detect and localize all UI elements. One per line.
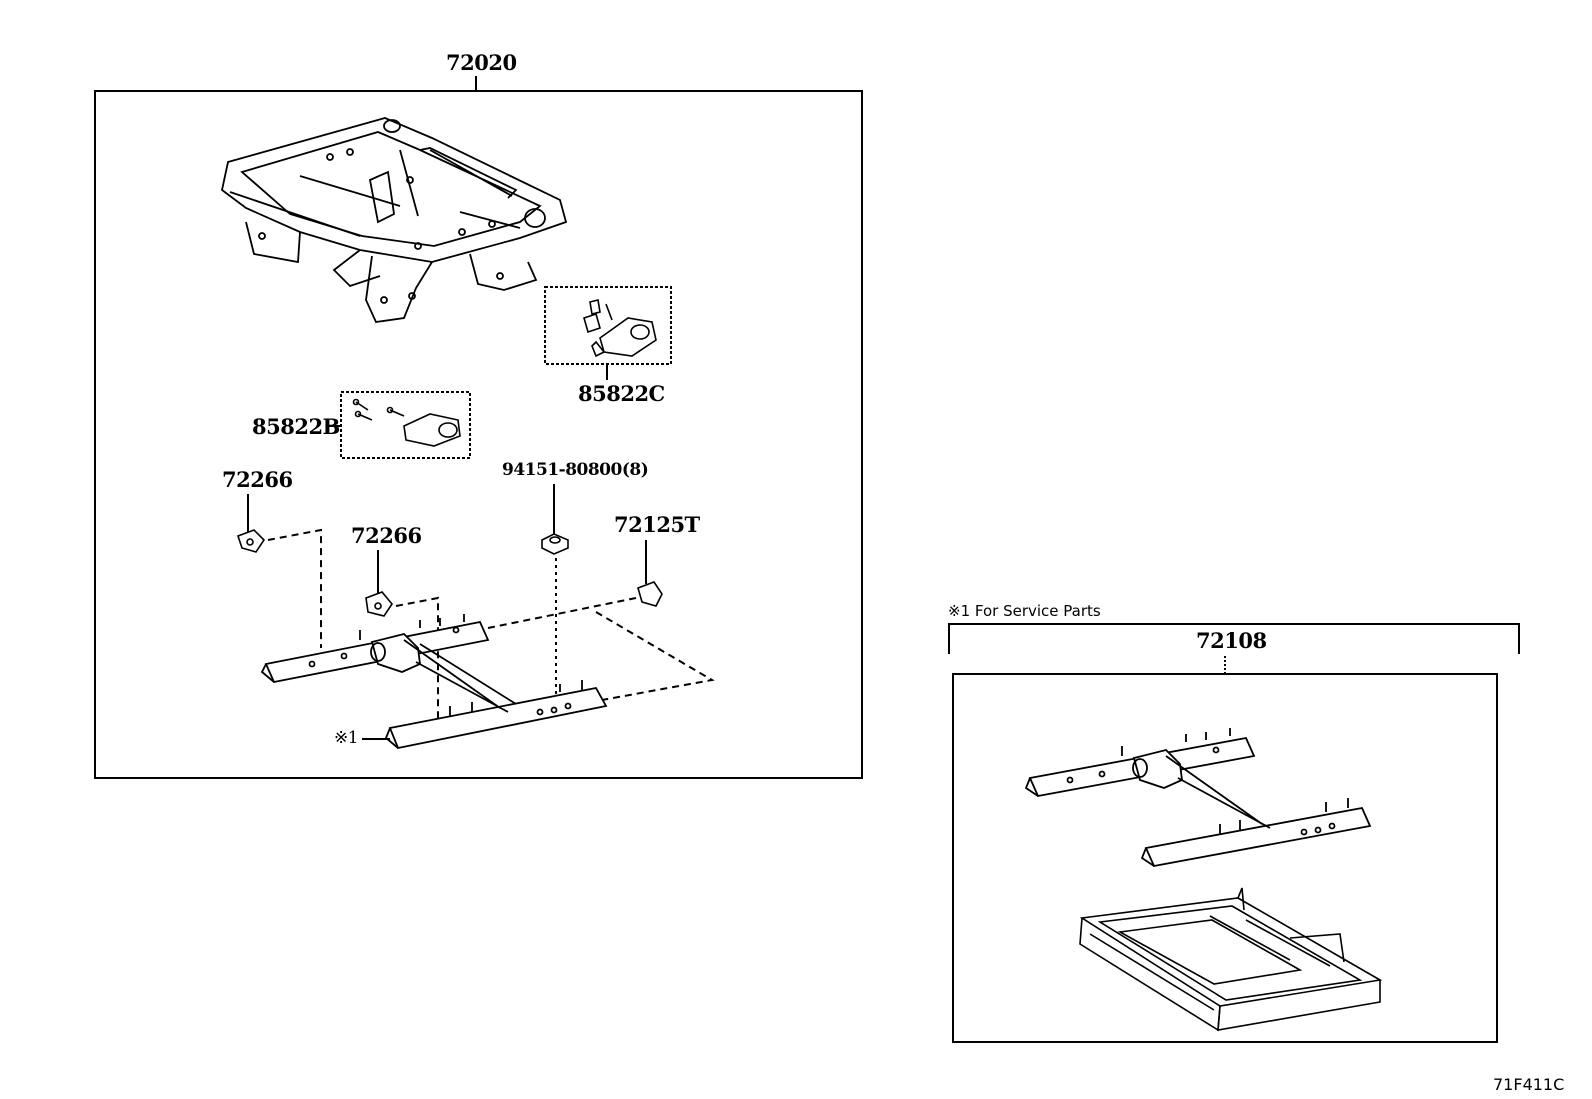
packing-tray-drawing <box>1079 887 1383 1032</box>
figure-code: 71F411C <box>1493 1075 1565 1094</box>
nut-drawing <box>541 533 569 555</box>
cover-drawing <box>637 581 663 607</box>
motor-b-label: 85822B <box>252 414 340 439</box>
service-parts-frame <box>952 673 1498 1043</box>
service-parts-bracket <box>948 623 1520 654</box>
service-mark-label: ※1 <box>334 728 359 748</box>
cover-label: 72125T <box>614 512 700 537</box>
main-assembly-frame <box>94 90 863 779</box>
service-parts-label: 72108 <box>1196 628 1267 653</box>
bracket-mid-drawing <box>365 591 393 617</box>
motor-b-drawing <box>352 398 461 447</box>
service-parts-note: ※1 For Service Parts <box>948 602 1101 620</box>
bracket-left-label: 72266 <box>222 467 293 492</box>
bracket-mid-label: 72266 <box>351 523 422 548</box>
bracket-left-drawing <box>236 529 266 553</box>
service-rails-drawing <box>1024 728 1372 868</box>
main-assembly-label: 72020 <box>446 50 517 75</box>
motor-c-label: 85822C <box>578 381 665 406</box>
seat-frame-drawing <box>220 117 568 323</box>
nut-label: 94151-80800(8) <box>502 460 649 480</box>
motor-c-drawing <box>583 299 657 358</box>
seat-rails-drawing <box>260 614 608 750</box>
